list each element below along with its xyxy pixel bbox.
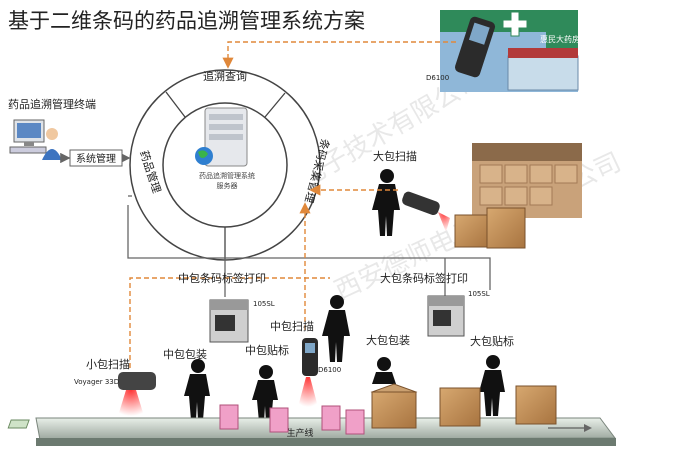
handheld-scanner-icon [454,16,496,78]
carton-box-icon [370,383,418,429]
handheld-scanner-icon [302,338,318,376]
mid-pack-label: 中包包装 [163,348,207,361]
small-scan-dashed-arrow [129,277,330,368]
worker-icon [372,357,396,384]
warehouse-boxes-image [472,143,582,218]
carton-box-icon [454,207,526,249]
worker-icon [184,359,210,420]
big-printer-model: 105SL [468,290,490,298]
mid-print-label: 中包条码标签打印 [178,271,266,285]
scan-beam [438,212,450,232]
big-scan-label: 大包扫描 [373,149,417,163]
mid-scan-device-label: D6100 [318,366,341,374]
scanner-icon [118,372,156,390]
server-caption: 药品追溯管理系统 [199,171,255,180]
server-caption-2: 服务器 [217,181,238,190]
mid-label-label: 中包贴标 [245,343,289,357]
small-scan-label: 小包扫描 [86,357,130,371]
ring-label-query: 追溯查询 [203,69,247,83]
scan-beam [298,377,318,407]
system-management-label: 系统管理 [76,152,116,165]
pharmacy-sign: 惠民大药房 [540,34,580,44]
pharmacy-device-label: D6100 [426,74,449,82]
terminal-label: 药品追溯管理终端 [8,97,96,111]
big-pack-label: 大包包装 [366,333,410,347]
big-label-label: 大包贴标 [470,334,514,348]
pharmacy-storefront [440,10,579,92]
query-dashed-arrow [222,41,456,69]
mid-printer-model: 105SL [253,300,275,308]
big-print-label: 大包条码标签打印 [380,271,468,285]
small-scan-device-label: Voyager 33D [74,378,119,386]
pharmacy-cross-icon [502,11,528,37]
mid-scan-label: 中包扫描 [270,319,314,333]
worker-icon [479,355,505,416]
label-printer-icon [209,299,249,343]
system-management-box [69,149,123,167]
terminal-computer-icon [9,119,62,160]
page-title: 基于二维条码的药品追溯管理系统方案 [8,9,365,33]
production-line-label: 生产线 [286,427,313,439]
carton-box-icon [515,385,557,425]
drug-package-group [7,404,365,435]
worker-icon [322,295,350,362]
carton-box-icon [439,387,481,427]
server-icon [195,107,248,167]
worker-icon [372,169,400,236]
scanner-icon [402,191,440,216]
label-printer-icon [427,295,465,337]
scan-beam [118,390,144,416]
carton-box-group [370,383,557,429]
